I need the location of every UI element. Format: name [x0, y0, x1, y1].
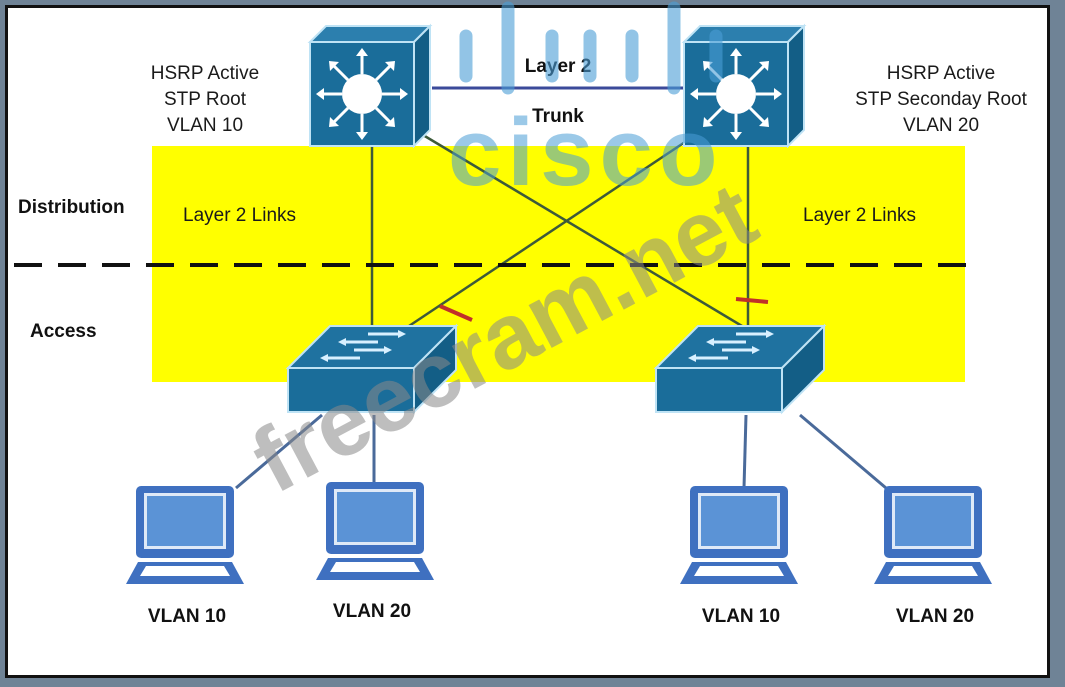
cisco-text-watermark: cisco	[448, 99, 723, 206]
laptop-icon-3[interactable]	[680, 486, 798, 584]
distribution-switch-left-icon[interactable]	[308, 24, 432, 148]
host-label-2: VLAN 20	[333, 601, 411, 622]
blocked-port-mark-right	[735, 297, 769, 304]
dist-right-label-line1: HSRP Active	[887, 63, 995, 84]
dist-left-label-line3: VLAN 10	[167, 115, 243, 136]
dist-right-label-line2: STP Seconday Root	[855, 89, 1028, 110]
blocked-port-mark-left	[439, 304, 473, 322]
access-layer-label: Access	[30, 321, 97, 342]
cisco-logo-watermark	[459, 1, 723, 95]
dist-right-label-line3: VLAN 20	[903, 115, 979, 136]
laptop-icon-4[interactable]	[874, 486, 992, 584]
laptop-icon-1[interactable]	[126, 486, 244, 584]
trunk-label-bottom: Trunk	[532, 106, 584, 127]
dist-left-label-line2: STP Root	[164, 89, 247, 110]
host-label-1: VLAN 10	[148, 606, 226, 627]
link-dist-right-to-access-left	[399, 130, 701, 334]
laptop-icon-2[interactable]	[316, 482, 434, 580]
layer2-links-label-right: Layer 2 Links	[803, 205, 916, 226]
distribution-layer-label: Distribution	[18, 197, 125, 218]
host-label-4: VLAN 20	[896, 606, 974, 627]
link-dist-left-to-access-right	[417, 130, 753, 334]
access-host-links	[235, 413, 887, 490]
host-label-3: VLAN 10	[702, 606, 780, 627]
dist-left-label-line1: HSRP Active	[151, 63, 259, 84]
layer2-links-label-left: Layer 2 Links	[183, 205, 296, 226]
